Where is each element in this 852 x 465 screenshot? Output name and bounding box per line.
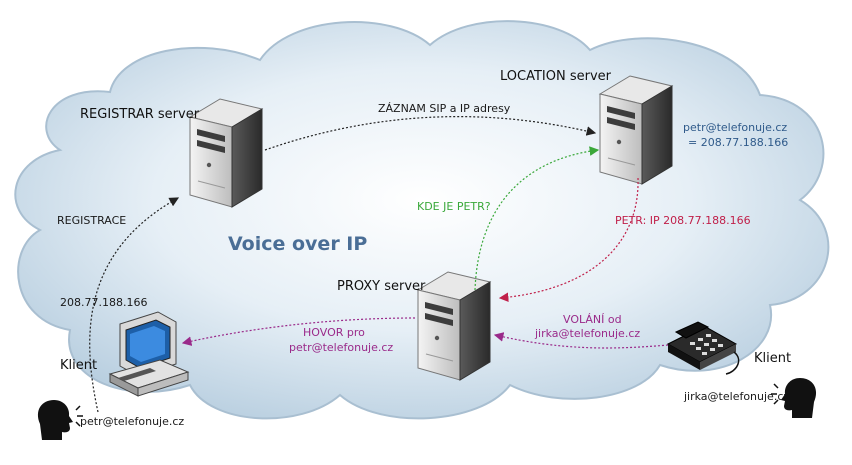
zaznam-arrow <box>264 116 597 151</box>
location-server-label: LOCATION server <box>500 69 612 84</box>
left-client-ip: 208.77.188.166 <box>60 296 147 309</box>
speaking-person-icon <box>37 400 83 440</box>
registrar-server-label: REGISTRAR server <box>80 107 200 122</box>
volani-arrow <box>493 332 669 349</box>
left-client-user: petr@telefonuje.cz <box>80 415 184 428</box>
diagram-title: Voice over IP <box>228 233 367 255</box>
hovor-label-line1: HOVOR pro <box>303 326 365 339</box>
right-client-user: jirka@telefonuje.cz <box>683 390 789 403</box>
zaznam-label: ZÁZNAM SIP a IP adresy <box>378 102 511 115</box>
hovor-label-line2: petr@telefonuje.cz <box>289 341 393 354</box>
location-record-line2: = 208.77.188.166 <box>688 136 788 149</box>
registrace-label: REGISTRACE <box>57 214 126 227</box>
location-record-line1: petr@telefonuje.cz <box>683 121 787 134</box>
hovor-arrow <box>181 317 416 346</box>
left-client-label: Klient <box>60 358 97 373</box>
petr-ip-label: PETR: IP 208.77.188.166 <box>615 214 751 227</box>
proxy-server-label: PROXY server <box>337 279 426 294</box>
location-server-icon <box>599 75 673 185</box>
volani-label-line2: jirka@telefonuje.cz <box>534 327 640 340</box>
petr-ip-arrow <box>498 177 639 303</box>
speaking-person-icon <box>771 378 817 418</box>
kde-je-petr-arrow <box>474 146 600 291</box>
kde-je-petr-label: KDE JE PETR? <box>417 200 491 213</box>
right-client-label: Klient <box>754 351 791 366</box>
volani-label-line1: VOLÁNÍ od <box>563 313 622 326</box>
computer-icon <box>108 311 190 397</box>
registrar-server-icon <box>189 98 263 208</box>
telephone-icon <box>666 321 740 375</box>
proxy-server-icon <box>417 271 491 381</box>
